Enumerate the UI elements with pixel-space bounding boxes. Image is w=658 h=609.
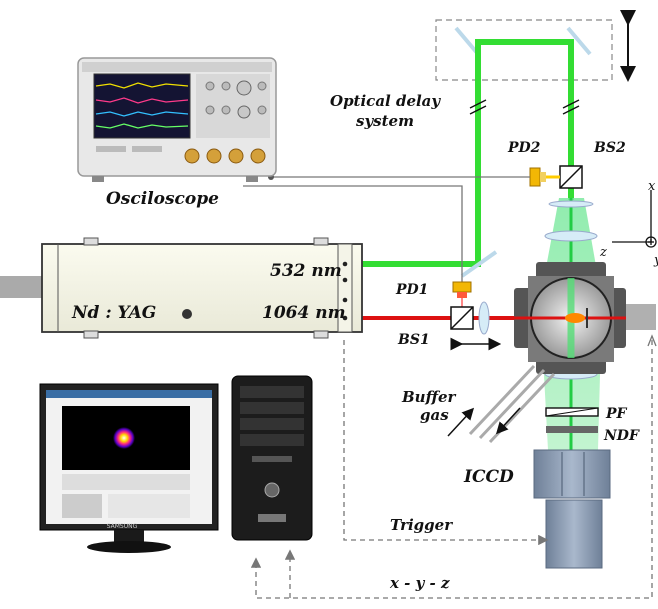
label-oscilloscope: Osciloscope	[106, 189, 219, 209]
label-xyz: x - y - z	[389, 574, 450, 592]
coordinate-axes	[612, 190, 657, 248]
delay-mirror-left	[454, 26, 480, 56]
iccd-camera	[533, 449, 611, 569]
optical-delay-system	[435, 10, 636, 82]
nd-yag-laser	[0, 237, 363, 339]
delay-stage-box	[435, 19, 613, 81]
computer-monitor: SAMSUNG	[39, 383, 219, 553]
label-optical-delay: Optical delay	[330, 92, 441, 110]
axis-label-x: x	[648, 179, 656, 194]
pd2-photodiode	[529, 167, 546, 187]
axis-label-y: y	[653, 253, 658, 268]
label-532nm: 532 nm	[270, 261, 342, 281]
beam-break-marks	[469, 99, 580, 115]
gas-in-arrow	[447, 407, 475, 437]
dashed-links	[250, 340, 653, 599]
focusing-lens	[478, 301, 490, 335]
gas-out-arrow	[495, 407, 521, 435]
label-trigger: Trigger	[390, 516, 453, 534]
lens-top	[548, 200, 594, 208]
lens-upper	[544, 230, 598, 242]
label-bs2: BS2	[593, 140, 626, 156]
label-pf: PF	[605, 406, 628, 422]
pd1-photodiode	[452, 281, 472, 298]
plasma-plume	[565, 313, 585, 323]
label-laser: Nd : YAG	[71, 303, 156, 323]
label-buffer: Buffer	[401, 388, 457, 406]
label-ndf: NDF	[603, 428, 640, 444]
bs1-beamsplitter	[450, 306, 474, 330]
neutral-density-filter	[546, 426, 598, 433]
svg-text:SAMSUNG: SAMSUNG	[107, 523, 138, 530]
label-iccd: ICCD	[463, 467, 514, 487]
label-pd2: PD2	[507, 140, 541, 156]
delay-mirror-right	[566, 26, 592, 56]
oscilloscope	[77, 57, 277, 182]
label-gas: gas	[420, 406, 449, 424]
label-optical-delay-system: system	[356, 112, 414, 130]
pc-tower	[231, 375, 313, 541]
bs2-beamsplitter	[559, 165, 583, 189]
pd1-cable	[243, 185, 463, 284]
label-pd1: PD1	[395, 282, 428, 298]
label-bs1: BS1	[397, 332, 430, 348]
axis-label-z: z	[599, 245, 607, 260]
polarization-filter	[545, 407, 599, 417]
green-turn-mirror	[460, 250, 498, 278]
label-1064nm: 1064 nm	[262, 303, 346, 323]
buffer-gas-lines	[468, 364, 556, 444]
dashed-up-arrow	[647, 334, 657, 347]
